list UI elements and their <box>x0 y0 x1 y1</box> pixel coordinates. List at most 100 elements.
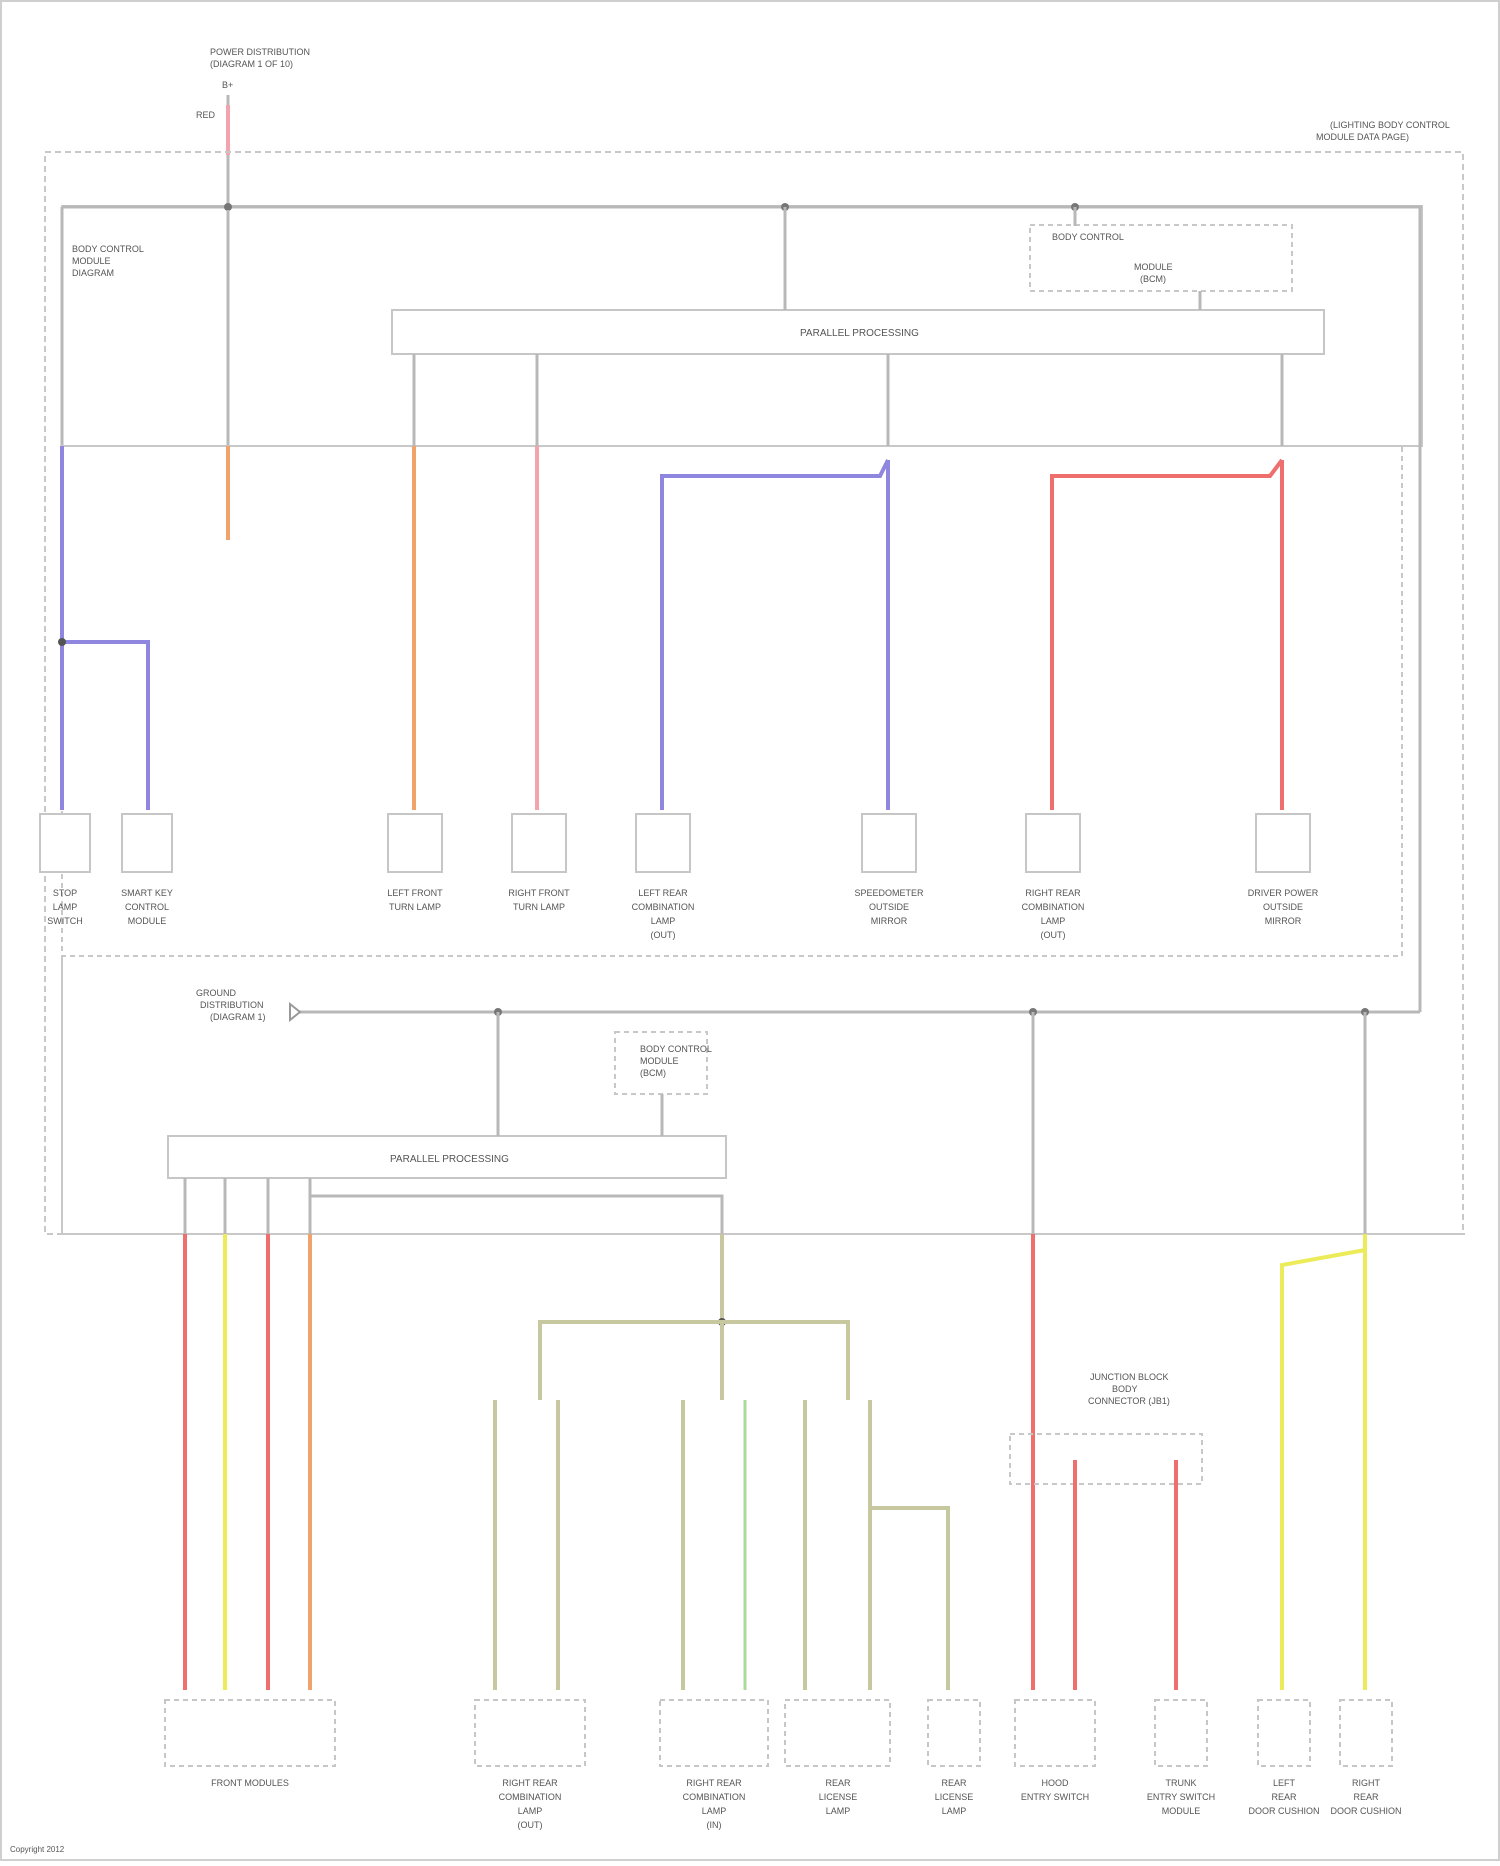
component-rr-comb-in <box>660 1700 768 1766</box>
lower-component-label-6-line-2: MODULE <box>1162 1806 1201 1816</box>
wire-smart-key <box>62 642 148 810</box>
wire-left-rear-door <box>1282 1250 1365 1690</box>
component-smart-key-module <box>122 814 172 872</box>
upper-component-label-0-line-1: LAMP <box>53 902 78 912</box>
connector-note-1: JUNCTION BLOCK <box>1090 1372 1169 1382</box>
power-source-subtitle: (DIAGRAM 1 OF 10) <box>210 59 293 69</box>
upper-component-label-3-line-1: TURN LAMP <box>513 902 565 912</box>
lower-component-label-1-line-1: COMBINATION <box>499 1792 562 1802</box>
lower-component-label-6-line-0: TRUNK <box>1166 1778 1197 1788</box>
component-rr-comb-out <box>475 1700 585 1766</box>
lower-component-label-4-line-0: REAR <box>941 1778 967 1788</box>
upper-right-box-line-3: (BCM) <box>1140 274 1166 284</box>
component-right-rear-door <box>1340 1700 1392 1766</box>
component-front-modules <box>165 1700 335 1766</box>
wire-right-rear-combination <box>1052 460 1282 810</box>
upper-right-box-line-1: BODY CONTROL <box>1052 232 1124 242</box>
lower-component-label-3-line-0: REAR <box>825 1778 851 1788</box>
ground-label-1: GROUND <box>196 988 236 998</box>
lower-component-label-6-line-1: ENTRY SWITCH <box>1147 1792 1215 1802</box>
lower-component-label-2-line-2: LAMP <box>702 1806 727 1816</box>
lower-parallel-bus-label: PARALLEL PROCESSING <box>390 1154 509 1165</box>
upper-component-label-3-line-0: RIGHT FRONT <box>508 888 570 898</box>
lower-component-boxes <box>165 1700 1392 1766</box>
lower-box-line-2: MODULE <box>640 1056 679 1066</box>
upper-component-label-0-line-0: STOP <box>53 888 77 898</box>
component-stop-lamp-switch <box>40 814 90 872</box>
upper-component-label-7-line-2: MIRROR <box>1265 916 1302 926</box>
lower-box-line-3: (BCM) <box>640 1068 666 1078</box>
upper-component-label-6-line-3: (OUT) <box>1041 930 1066 940</box>
upper-component-label-4-line-1: COMBINATION <box>632 902 695 912</box>
junction-block-connector <box>1010 1434 1202 1484</box>
upper-component-label-7-line-0: DRIVER POWER <box>1248 888 1319 898</box>
lower-component-label-0-line-0: FRONT MODULES <box>211 1778 289 1788</box>
component-right-front-turn <box>512 814 566 872</box>
fuse-label: B+ <box>222 80 233 90</box>
lower-box-line-1: BODY CONTROL <box>640 1044 712 1054</box>
module-note-line-2: MODULE DATA PAGE) <box>1316 132 1409 142</box>
ground-label-2: DISTRIBUTION <box>200 1000 264 1010</box>
upper-component-frame <box>62 446 1402 956</box>
upper-component-label-4-line-0: LEFT REAR <box>638 888 688 898</box>
upper-component-label-6-line-2: LAMP <box>1041 916 1066 926</box>
lower-component-label-3-line-1: LICENSE <box>819 1792 858 1802</box>
component-hood-switch <box>1015 1700 1095 1766</box>
ground-label-3: (DIAGRAM 1) <box>210 1012 266 1022</box>
lower-component-label-2-line-1: COMBINATION <box>683 1792 746 1802</box>
ground-arrow-icon <box>290 1004 300 1020</box>
upper-component-boxes <box>40 814 1310 872</box>
component-speedometer-mirror <box>862 814 916 872</box>
wire-license-3 <box>870 1508 948 1690</box>
lower-component-label-8-line-2: DOOR CUSHION <box>1330 1806 1401 1816</box>
copyright-footer: Copyright 2012 <box>10 1845 65 1854</box>
component-trunk-switch <box>1155 1700 1207 1766</box>
component-driver-mirror <box>1256 814 1310 872</box>
lower-component-label-7-line-1: REAR <box>1271 1792 1297 1802</box>
lower-component-label-1-line-3: (OUT) <box>518 1820 543 1830</box>
component-rear-license-1 <box>785 1700 890 1766</box>
upper-component-label-4-line-3: (OUT) <box>651 930 676 940</box>
upper-component-label-2-line-0: LEFT FRONT <box>387 888 443 898</box>
upper-component-label-0-line-2: SWITCH <box>47 916 83 926</box>
upper-left-note-1: BODY CONTROL <box>72 244 144 254</box>
module-note-line-1: (LIGHTING BODY CONTROL <box>1330 120 1450 130</box>
upper-component-label-4-line-2: LAMP <box>651 916 676 926</box>
upper-component-label-1-line-2: MODULE <box>128 916 167 926</box>
connector-note-2: BODY <box>1112 1384 1138 1394</box>
component-left-rear-door <box>1258 1700 1310 1766</box>
connector-note-3: CONNECTOR (JB1) <box>1088 1396 1170 1406</box>
upper-component-label-5-line-0: SPEEDOMETER <box>854 888 924 898</box>
lower-component-label-2-line-0: RIGHT REAR <box>686 1778 742 1788</box>
component-left-rear-combination <box>636 814 690 872</box>
lower-component-label-3-line-2: LAMP <box>826 1806 851 1816</box>
junction-dot <box>224 203 232 211</box>
upper-left-note-2: MODULE <box>72 256 111 266</box>
lower-component-label-7-line-2: DOOR CUSHION <box>1248 1806 1319 1816</box>
lower-component-label-2-line-3: (IN) <box>707 1820 722 1830</box>
lower-component-label-4-line-2: LAMP <box>942 1806 967 1816</box>
component-right-rear-combination <box>1026 814 1080 872</box>
lower-component-label-5-line-1: ENTRY SWITCH <box>1021 1792 1089 1802</box>
upper-component-label-5-line-2: MIRROR <box>871 916 908 926</box>
power-source-label: POWER DISTRIBUTION (DIAGRAM 1 OF 10) B+ <box>210 47 310 90</box>
lower-component-label-4-line-1: LICENSE <box>935 1792 974 1802</box>
lower-component-label-8-line-1: REAR <box>1353 1792 1379 1802</box>
wire-left-rear-combination <box>662 460 888 810</box>
upper-component-label-6-line-1: COMBINATION <box>1022 902 1085 912</box>
upper-component-label-7-line-1: OUTSIDE <box>1263 902 1303 912</box>
upper-component-label-2-line-1: TURN LAMP <box>389 902 441 912</box>
lower-component-label-1-line-0: RIGHT REAR <box>502 1778 558 1788</box>
power-source-title: POWER DISTRIBUTION <box>210 47 310 57</box>
upper-component-label-1-line-1: CONTROL <box>125 902 169 912</box>
upper-right-box-line-2: MODULE <box>1134 262 1173 272</box>
upper-parallel-bus-label: PARALLEL PROCESSING <box>800 328 919 339</box>
lower-component-labels: FRONT MODULES RIGHT REAR COMBINATION LAMP (O… <box>211 1778 1401 1830</box>
lower-component-label-1-line-2: LAMP <box>518 1806 543 1816</box>
upper-component-label-5-line-1: OUTSIDE <box>869 902 909 912</box>
main-feed-wire-label: RED <box>196 110 216 120</box>
upper-component-label-6-line-0: RIGHT REAR <box>1025 888 1081 898</box>
